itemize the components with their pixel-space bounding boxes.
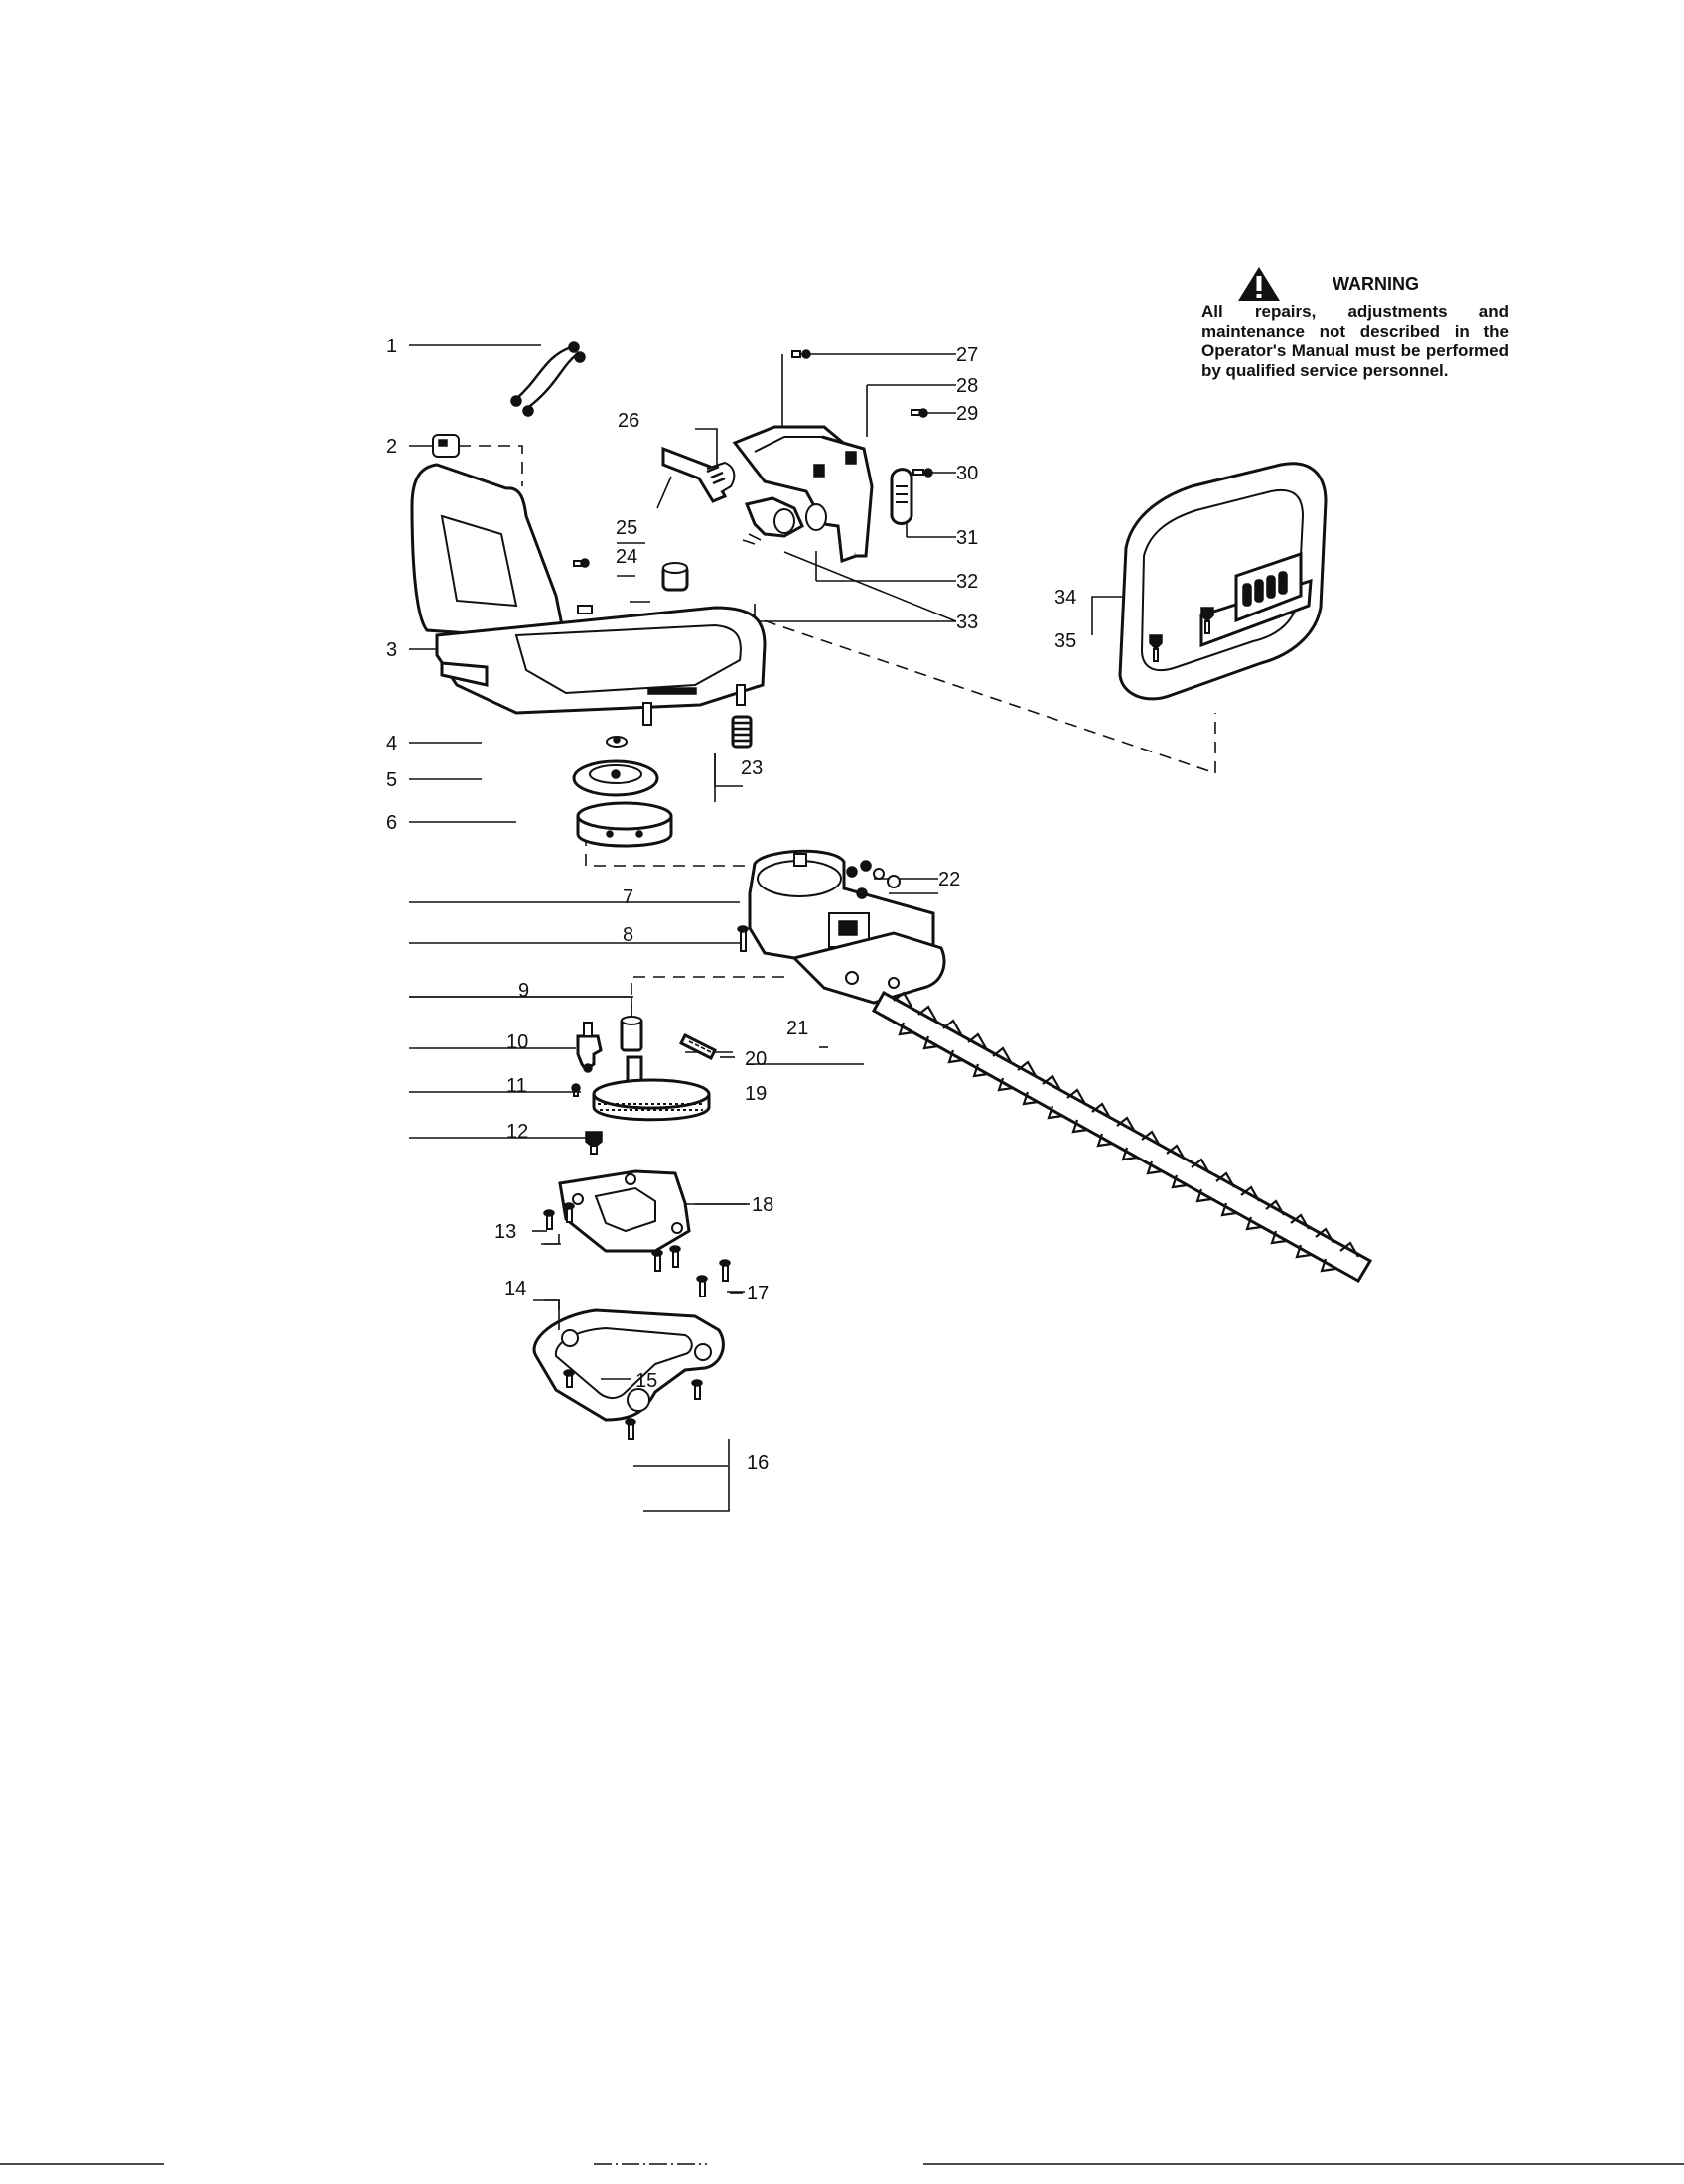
leader-lines	[409, 344, 1216, 1512]
part-29-screw	[911, 408, 928, 418]
part-30-screw	[912, 468, 933, 478]
part-20-pin	[678, 1032, 718, 1061]
callout-7: 7	[623, 887, 633, 908]
part-31-lock-button	[890, 468, 913, 525]
callout-6: 6	[386, 812, 397, 834]
part-18-gear-cover	[558, 1169, 691, 1253]
part-32-spring	[805, 503, 827, 531]
part-33-lever	[742, 496, 804, 545]
part-1-wire-lead	[510, 341, 586, 417]
warning-title: WARNING	[1333, 274, 1419, 294]
callout-12: 12	[506, 1121, 528, 1143]
part-11-screw	[571, 1083, 581, 1097]
callout-21: 21	[786, 1018, 808, 1039]
part-19-gear	[592, 1055, 711, 1122]
callout-35: 35	[1054, 630, 1076, 652]
part-21-blade	[791, 931, 1373, 1284]
part-16-screws	[625, 1379, 703, 1440]
callout-11: 11	[506, 1075, 527, 1097]
part-12-nut	[585, 1131, 603, 1155]
part-34-front-handle	[1118, 462, 1328, 701]
callout-30: 30	[956, 463, 978, 484]
part-26-trigger	[656, 446, 736, 509]
callout-28: 28	[956, 375, 978, 397]
callout-32: 32	[956, 571, 978, 593]
callout-34: 34	[1054, 587, 1076, 609]
callout-leaders-2	[532, 1203, 747, 1380]
part-28-handle-cover	[732, 425, 874, 564]
callout-24: 24	[616, 546, 637, 568]
callout-20: 20	[745, 1048, 767, 1070]
callout-4: 4	[386, 733, 397, 754]
callout-14: 14	[504, 1278, 526, 1299]
part-3-handle-housing	[410, 463, 767, 726]
callout-10: 10	[506, 1031, 528, 1053]
part-15-screw	[563, 1369, 575, 1388]
callout-16: 16	[747, 1452, 769, 1474]
warning-triangle-icon	[1238, 267, 1280, 301]
part-17-screws	[651, 1245, 731, 1297]
part-22-nuts	[846, 860, 901, 899]
callout-23: 23	[741, 757, 763, 779]
callout-3: 3	[386, 639, 397, 661]
callout-29: 29	[956, 403, 978, 425]
callout-8: 8	[623, 924, 633, 946]
warning-notice: WARNING All repairs, adjustments and mai…	[1201, 266, 1509, 381]
callout-25: 25	[616, 517, 637, 539]
part-10-connecting-rod	[576, 1022, 603, 1073]
part-5-cam	[572, 759, 659, 797]
part-25-screw	[573, 558, 590, 568]
callout-33: 33	[956, 612, 978, 633]
callout-9: 9	[518, 980, 529, 1002]
callout-27: 27	[956, 344, 978, 366]
callout-2: 2	[386, 436, 397, 458]
part-2-switch	[432, 434, 460, 458]
callout-5: 5	[386, 769, 397, 791]
part-35-screws	[1149, 607, 1214, 662]
part-6-ring	[576, 801, 673, 848]
part-9-bushing	[620, 1016, 643, 1052]
callout-31: 31	[956, 527, 978, 549]
part-13-screws	[543, 1202, 575, 1230]
part-23-spring	[731, 715, 753, 749]
part-14-guard-plate	[532, 1308, 725, 1422]
callout-1: 1	[386, 336, 397, 357]
part-4-washer	[606, 736, 628, 748]
part-24-knob	[661, 562, 689, 592]
callout-13: 13	[494, 1221, 516, 1243]
part-27-screw	[791, 349, 811, 359]
callout-15: 15	[635, 1370, 657, 1392]
callout-18: 18	[752, 1194, 773, 1216]
warning-text: All repairs, adjustments and maintenance…	[1201, 302, 1509, 380]
callout-22: 22	[938, 869, 960, 890]
part-8-screw	[737, 925, 749, 952]
callout-labels: 1 2 3 4 5 6 7 8 9 10 11 12 13 14 15 16 1…	[386, 336, 1076, 1474]
callout-26: 26	[618, 410, 639, 432]
callout-19: 19	[745, 1083, 767, 1105]
callout-17: 17	[747, 1283, 769, 1304]
warning-title-row: WARNING	[1201, 266, 1509, 302]
